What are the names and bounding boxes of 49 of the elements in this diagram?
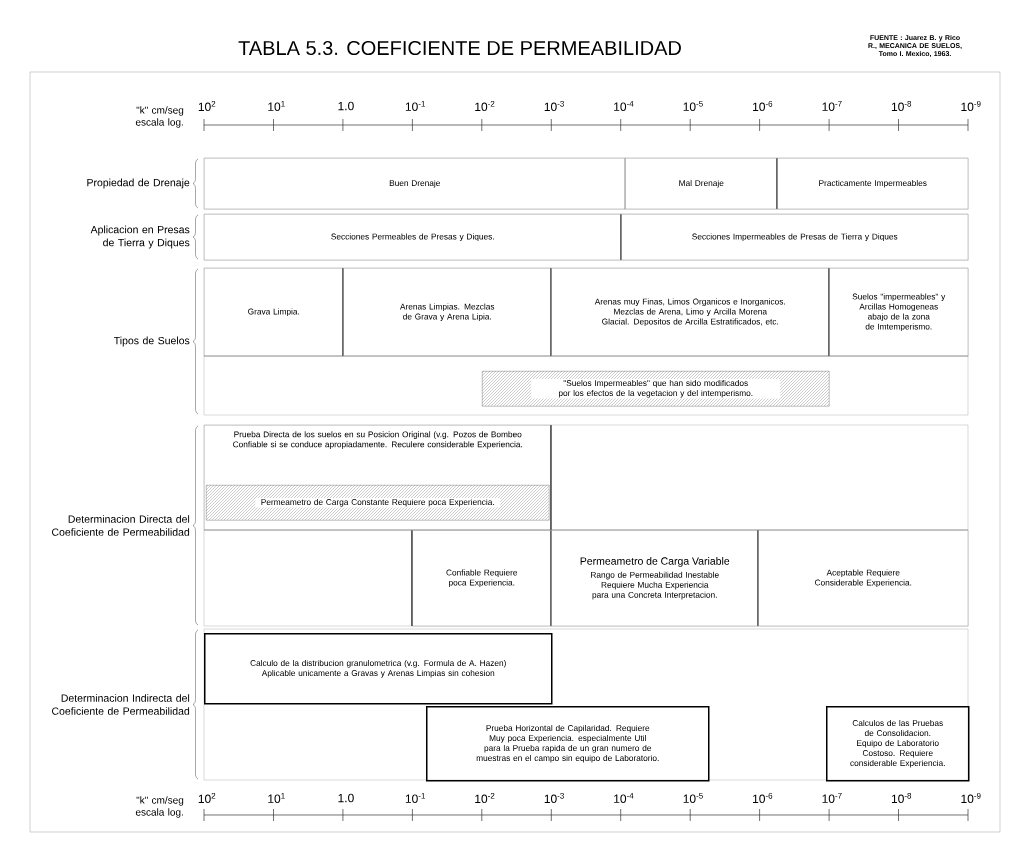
tick-label: 10$^{2}$ xyxy=(198,100,216,111)
tick-label: 10$^{-2}$ xyxy=(475,792,495,803)
tick-label: 10$^{-7}$ xyxy=(822,793,842,803)
table-cell: Buen Drenaje xyxy=(204,158,626,210)
tick-label: 10$^{-5}$ xyxy=(683,101,703,111)
tick-label: 10$^{1}$ xyxy=(268,793,285,803)
tick-label: 10$^{-3}$ xyxy=(544,792,564,803)
row-label: Propiedad de Drenaje xyxy=(87,178,190,189)
table-cell: Suelos "impermeables" y Arcillas Homogeneas abajo de la zona de Imtemperismo. xyxy=(829,268,969,357)
row-label: Aplicacion en Presas de Tierra y Diques xyxy=(90,225,190,249)
tick-label: 10$^{-4}$ xyxy=(614,101,634,111)
table-cell: Permeametro de Carga Variable Rango de Permeabilidad Inestable Requiere Mucha Experiencia para una Concreta Interpretacion. xyxy=(551,530,759,627)
tick-label: 10$^{-2}$ xyxy=(475,100,495,111)
table-cell: Grava Limpia. xyxy=(204,268,344,357)
table-cell: Arenas muy Finas, Limos Organicos e Inorganicos. Mezclas de Arena, Limo y Arcilla Morena Glacial. Depositos de Arcilla Estratificados, etc. xyxy=(551,268,830,357)
tick-label: 10$^{-6}$ xyxy=(753,792,773,803)
tick-label: 10$^{-1}$ xyxy=(405,101,425,111)
table-cell: Practicamente Impermeables xyxy=(777,158,969,210)
tick-label: 10$^{-9}$ xyxy=(961,792,981,803)
tick-label: 10$^{-5}$ xyxy=(683,793,703,803)
row-label: Tipos de Suelos xyxy=(113,336,190,347)
axis-label: "k" cm/seg escala log. xyxy=(135,796,184,818)
hatched-box: "Suelos Impermeables" que han sido modificados por los efectos de la vegetacion y del intemperismo. xyxy=(482,371,830,407)
table-cell: Aceptable Requiere Considerable Experiencia. xyxy=(758,530,969,627)
method-box: Prueba Horizontal de Capilaridad. Requiere Muy poca Experiencia. especialmente Util para la Prueba rapida de un gran numero de muestras en el campo sin equipo de Laboratorio. xyxy=(426,706,710,782)
tick-label: 10$^{-3}$ xyxy=(544,100,564,111)
hatched-box: Permeametro de Carga Constante Requiere poca Experiencia. xyxy=(206,485,550,521)
table-cell: Arenas Limpias. Mezclas de Grava y Arena Lipia. xyxy=(343,268,552,357)
method-box: Calculos de las Pruebas de Consolidacion. Equipo de Laboratorio Costoso. Requiere considerable Experiencia. xyxy=(826,706,970,782)
tick-label: 10$^{-6}$ xyxy=(753,100,773,111)
tick-label: 1.0 xyxy=(338,793,354,803)
tick-label: 10$^{-8}$ xyxy=(891,792,912,803)
table-cell: Secciones Permeables de Presas y Diques. xyxy=(204,214,622,261)
table-cell: Mal Drenaje xyxy=(625,158,778,210)
tick-label: 10$^{-9}$ xyxy=(961,100,981,111)
table-cell: Secciones Impermeables de Presas de Tierra y Diques xyxy=(621,214,969,261)
tick-label: 1.0 xyxy=(338,101,354,111)
method-box: Calculo de la distribucion granulometrica (v.g. Formula de A. Hazen) Aplicable unicamente a Gravas y Arenas Limpias sin cohesion xyxy=(204,633,553,705)
tick-label: 10$^{-4}$ xyxy=(614,793,634,803)
tick-label: 10$^{1}$ xyxy=(268,101,285,111)
title: TABLA 5.3. COEFICIENTE DE PERMEABILIDAD xyxy=(238,40,681,56)
row-label: Determinacion Directa del Coeficiente de Permeabilidad xyxy=(52,515,190,536)
tick-label: 10$^{-7}$ xyxy=(822,101,842,111)
row-label: Determinacion Indirecta del Coeficiente de Permeabilidad xyxy=(52,694,190,715)
table-cell: Confiable Requiere poca Experiencia. xyxy=(412,530,552,627)
axis-label: "k" cm/seg escala log. xyxy=(135,106,184,128)
tick-label: 10$^{-8}$ xyxy=(891,100,912,111)
tick-label: 10$^{2}$ xyxy=(198,792,216,803)
tick-label: 10$^{-1}$ xyxy=(405,793,425,803)
